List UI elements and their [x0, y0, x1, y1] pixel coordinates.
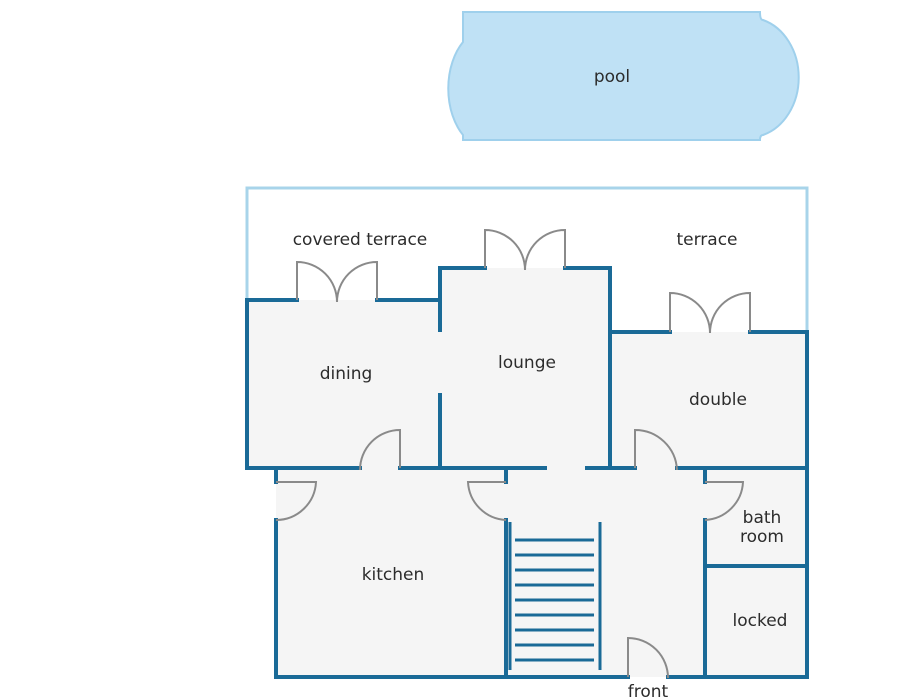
door-lounge [484, 228, 526, 271]
label-locked: locked [733, 611, 788, 631]
bath-room [705, 468, 807, 566]
door-double [634, 428, 678, 471]
walls [245, 266, 809, 679]
hall-room [506, 468, 705, 677]
label-front: front [628, 682, 669, 700]
double-room [612, 332, 807, 468]
kitchen-room [276, 468, 506, 677]
label-pool: pool [594, 67, 630, 87]
doors [275, 228, 751, 679]
label-terrace: terrace [676, 230, 737, 250]
label-dining: dining [320, 364, 373, 384]
pool-shape [447, 11, 800, 141]
door-double-terrace [669, 291, 711, 334]
lounge-room [440, 268, 610, 468]
label-bath-line2: room [740, 527, 784, 547]
terrace-outline [245, 186, 809, 332]
door-kitchen [466, 481, 507, 521]
locked-room [705, 566, 807, 677]
door-kitchen-side [275, 481, 318, 522]
label-bath-line1: bath [743, 508, 782, 528]
label-covered-terrace: covered terrace [293, 230, 428, 250]
door-front [627, 636, 669, 679]
door-bath [704, 481, 745, 521]
door-dining [359, 428, 401, 471]
label-double: double [689, 390, 747, 410]
dining-room [247, 300, 440, 468]
staircase [508, 522, 602, 670]
label-lounge: lounge [498, 353, 556, 373]
label-kitchen: kitchen [362, 565, 425, 585]
door-covered-terrace [296, 260, 338, 303]
